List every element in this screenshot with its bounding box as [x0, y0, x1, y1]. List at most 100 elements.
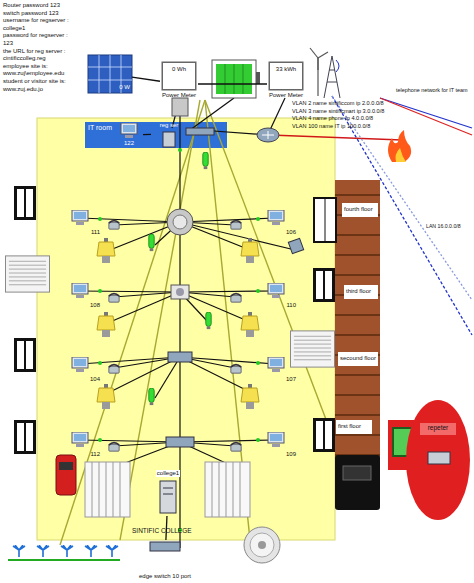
network-node: reg ser	[151, 122, 187, 146]
note-label: switch password 123	[3, 10, 59, 17]
network-node: IT room 122 reg ser	[85, 122, 227, 148]
node-text: 111	[91, 229, 100, 236]
solar-panel	[88, 80, 132, 81]
floor-hub	[166, 98, 194, 447]
ip-phone	[109, 221, 304, 452]
ip-phone	[109, 221, 119, 230]
ip-phone	[109, 294, 119, 303]
note-label: first floor	[338, 423, 361, 430]
sprinkler	[106, 545, 118, 557]
door	[14, 186, 336, 454]
ceiling-lamp	[97, 384, 115, 409]
network-node: 107	[262, 355, 296, 383]
network-cable	[198, 83, 267, 84]
fan	[244, 527, 280, 563]
ceiling-lamp	[97, 312, 115, 337]
network-wire	[270, 98, 285, 130]
node-text: edge switch 10 port	[139, 573, 191, 580]
link-dot	[256, 438, 260, 442]
note-label: 123	[3, 40, 13, 47]
wind-turbine	[318, 52, 328, 58]
wind-turbine	[310, 48, 318, 58]
battery	[212, 60, 256, 98]
ceiling-lamp	[97, 238, 115, 263]
firewall	[396, 148, 407, 162]
stairs	[335, 334, 380, 336]
ip-phone	[109, 443, 119, 452]
ip-phone	[231, 365, 241, 374]
car	[59, 462, 73, 470]
note-label: LAN 16.0.0.0/8	[426, 224, 461, 230]
room-pc	[72, 210, 284, 447]
solar-panel	[88, 55, 132, 93]
door	[313, 268, 335, 302]
network-wire	[110, 292, 180, 322]
stairs	[335, 314, 380, 316]
note-label: www.zuj\employee.edu	[3, 70, 64, 77]
network-wire	[80, 357, 180, 364]
router	[257, 128, 279, 142]
node-text: 110	[286, 302, 296, 309]
room-pc	[268, 283, 284, 298]
sprinkler	[61, 545, 73, 557]
sprinkler	[37, 545, 49, 557]
room-pc	[72, 432, 88, 447]
olive-wire	[205, 100, 330, 430]
door	[314, 198, 336, 242]
network-node: 108	[66, 281, 100, 309]
link-dot	[98, 361, 102, 365]
wan-link	[380, 98, 472, 135]
door	[14, 420, 36, 454]
water-monitor	[343, 466, 371, 480]
room-pc	[72, 357, 88, 372]
car	[56, 455, 76, 495]
green-bulb	[149, 234, 154, 251]
note-label: Router password 123	[3, 2, 60, 9]
ceiling-lamp	[97, 238, 259, 409]
node-text: 122	[124, 140, 134, 147]
wan-link	[270, 96, 472, 335]
network-wire	[190, 98, 234, 130]
link-dot	[256, 361, 260, 365]
floor-hub	[176, 288, 184, 296]
network-node: 104	[66, 355, 100, 383]
node-text: 0 W	[119, 84, 130, 91]
network-node: college1	[146, 470, 190, 516]
it-room-band	[85, 122, 227, 148]
stairs	[336, 420, 372, 434]
node-text: IT room	[88, 124, 112, 132]
stairs	[335, 274, 380, 276]
it-room-device	[203, 152, 208, 169]
ceiling-lamp	[241, 238, 259, 263]
node-text: reg ser	[160, 122, 179, 129]
floor-hub	[173, 215, 187, 229]
green-bulb	[149, 388, 154, 405]
note-label: student or visitor site is:	[3, 78, 66, 85]
network-wire	[180, 292, 250, 322]
wan-link	[332, 96, 472, 335]
stairs	[335, 195, 380, 455]
meter-box	[162, 62, 303, 90]
wan-link	[380, 98, 472, 128]
olive-wire	[60, 100, 205, 545]
wind-turbine	[317, 58, 318, 70]
it-room-device	[163, 132, 175, 147]
network-wire	[180, 357, 275, 364]
network-wire	[155, 357, 180, 398]
server-tower	[160, 481, 176, 513]
battery	[216, 64, 252, 94]
repeater-area	[406, 400, 470, 520]
sprinkler	[8, 559, 120, 561]
note-label: VLAN 4 name phone ip 4.0.0.0/8	[292, 115, 373, 121]
network-node: repeter	[408, 400, 468, 518]
network-wire	[180, 291, 275, 292]
green-bulb	[206, 312, 211, 329]
room-pc	[72, 283, 88, 298]
node-text: 33 kWh	[269, 62, 303, 90]
fan	[250, 533, 274, 557]
network-node: 33 kWhPower Meter	[267, 62, 305, 106]
room-pc	[268, 432, 284, 447]
meter-box	[269, 62, 303, 90]
cell-tower	[324, 56, 340, 98]
